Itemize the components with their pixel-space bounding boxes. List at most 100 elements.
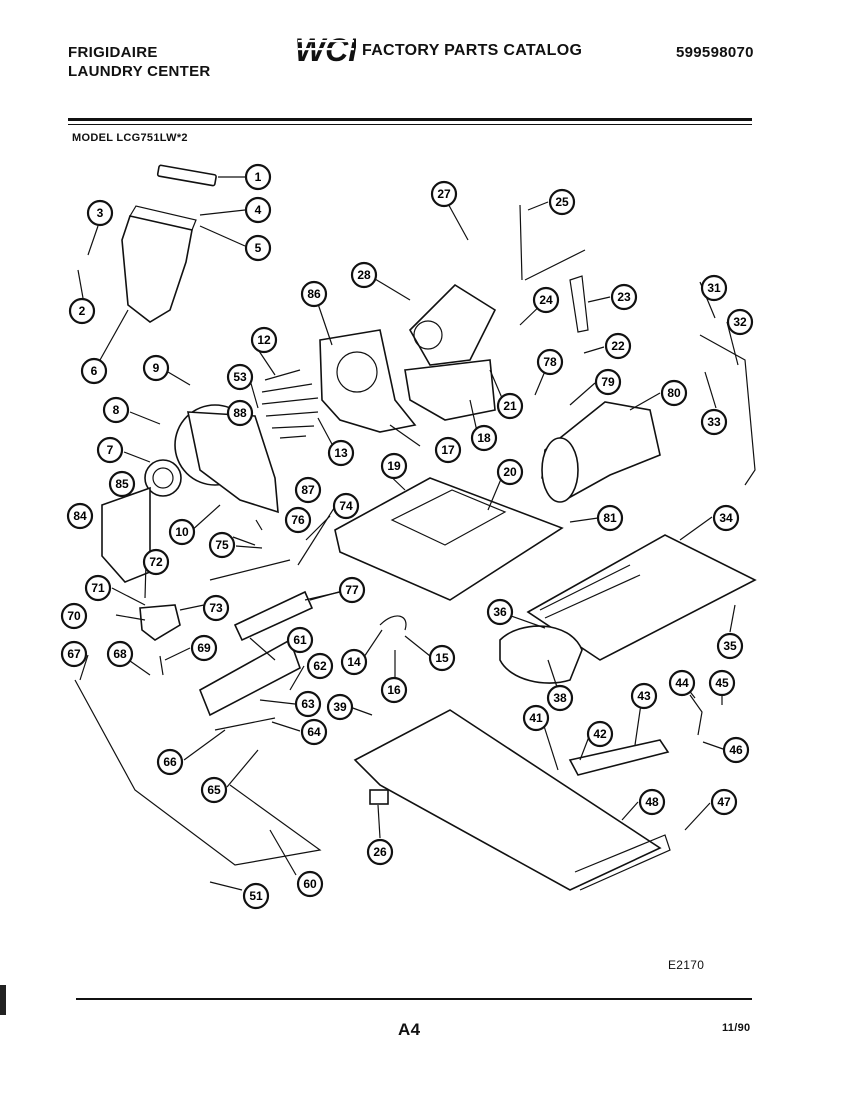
svg-text:77: 77: [345, 583, 359, 597]
callout-74: 74: [332, 492, 360, 520]
svg-text:73: 73: [209, 601, 223, 615]
callout-8: 8: [102, 396, 130, 424]
svg-text:35: 35: [723, 639, 737, 653]
svg-text:53: 53: [233, 370, 247, 384]
callout-42: 42: [586, 720, 614, 748]
svg-text:79: 79: [601, 375, 615, 389]
model-label: MODEL LCG751LW*2: [72, 132, 188, 144]
svg-text:67: 67: [67, 647, 81, 661]
callout-3: 3: [86, 199, 114, 227]
svg-text:74: 74: [339, 499, 353, 513]
svg-text:23: 23: [617, 290, 631, 304]
callout-20: 20: [496, 458, 524, 486]
callout-7: 7: [96, 436, 124, 464]
svg-text:27: 27: [437, 187, 451, 201]
svg-text:6: 6: [91, 364, 98, 378]
svg-text:24: 24: [539, 293, 553, 307]
callout-17: 17: [434, 436, 462, 464]
callout-26: 26: [366, 838, 394, 866]
callout-41: 41: [522, 704, 550, 732]
callout-12: 12: [250, 326, 278, 354]
svg-text:12: 12: [257, 333, 271, 347]
svg-text:86: 86: [307, 287, 321, 301]
callout-45: 45: [708, 669, 736, 697]
header-rule-thin: [68, 124, 752, 125]
callout-38: 38: [546, 684, 574, 712]
callout-84: 84: [66, 502, 94, 530]
callout-23: 23: [610, 283, 638, 311]
callout-13: 13: [327, 439, 355, 467]
scan-edge-mark: [0, 985, 6, 1015]
callout-33: 33: [700, 408, 728, 436]
svg-text:26: 26: [373, 845, 387, 859]
callouts: 1 2 3 4 5 6 7 8 9 10 12 13 14 15 16 17 1…: [60, 163, 754, 910]
callout-32: 32: [726, 308, 754, 336]
callout-35: 35: [716, 632, 744, 660]
svg-text:62: 62: [313, 659, 327, 673]
svg-text:9: 9: [153, 361, 160, 375]
callout-4: 4: [244, 196, 272, 224]
part-outlines: [74, 164, 757, 891]
callout-77: 77: [338, 576, 366, 604]
callout-65: 65: [200, 776, 228, 804]
callout-63: 63: [294, 690, 322, 718]
callout-18: 18: [470, 424, 498, 452]
page-number: A4: [398, 1020, 421, 1039]
svg-text:88: 88: [233, 406, 247, 420]
callout-9: 9: [142, 354, 170, 382]
svg-text:71: 71: [91, 581, 105, 595]
brand-name: FRIGIDAIRE: [68, 44, 158, 61]
svg-text:64: 64: [307, 725, 321, 739]
svg-text:39: 39: [333, 700, 347, 714]
svg-text:14: 14: [347, 655, 361, 669]
callout-76: 76: [284, 506, 312, 534]
svg-text:85: 85: [115, 477, 129, 491]
footer-rule: [76, 998, 752, 1000]
svg-text:44: 44: [675, 676, 689, 690]
svg-text:75: 75: [215, 538, 229, 552]
svg-text:80: 80: [667, 386, 681, 400]
svg-text:45: 45: [715, 676, 729, 690]
callout-27: 27: [430, 180, 458, 208]
callout-72: 72: [142, 548, 170, 576]
callout-51: 51: [242, 882, 270, 910]
header-rule-thick: [68, 118, 752, 121]
callout-36: 36: [486, 598, 514, 626]
svg-text:20: 20: [503, 465, 517, 479]
callout-88: 88: [226, 399, 254, 427]
callout-25: 25: [548, 188, 576, 216]
svg-text:19: 19: [387, 459, 401, 473]
svg-text:69: 69: [197, 641, 211, 655]
svg-text:48: 48: [645, 795, 659, 809]
callout-34: 34: [712, 504, 740, 532]
svg-text:46: 46: [729, 743, 743, 757]
svg-text:3: 3: [97, 206, 104, 220]
svg-text:87: 87: [301, 483, 315, 497]
callout-81: 81: [596, 504, 624, 532]
svg-text:51: 51: [249, 889, 263, 903]
svg-text:76: 76: [291, 513, 305, 527]
callout-21: 21: [496, 392, 524, 420]
callout-46: 46: [722, 736, 750, 764]
svg-text:61: 61: [293, 633, 307, 647]
callout-68: 68: [106, 640, 134, 668]
svg-text:65: 65: [207, 783, 221, 797]
callout-75: 75: [208, 531, 236, 559]
callout-64: 64: [300, 718, 328, 746]
catalog-title: FACTORY PARTS CATALOG: [362, 42, 583, 59]
callout-66: 66: [156, 748, 184, 776]
svg-text:2: 2: [79, 304, 86, 318]
callout-31: 31: [700, 274, 728, 302]
svg-text:81: 81: [603, 511, 617, 525]
svg-text:15: 15: [435, 651, 449, 665]
svg-text:25: 25: [555, 195, 569, 209]
svg-text:22: 22: [611, 339, 625, 353]
callout-78: 78: [536, 348, 564, 376]
callout-48: 48: [638, 788, 666, 816]
diagram-code: E2170: [668, 958, 705, 972]
callout-19: 19: [380, 452, 408, 480]
callout-10: 10: [168, 518, 196, 546]
svg-text:41: 41: [529, 711, 543, 725]
